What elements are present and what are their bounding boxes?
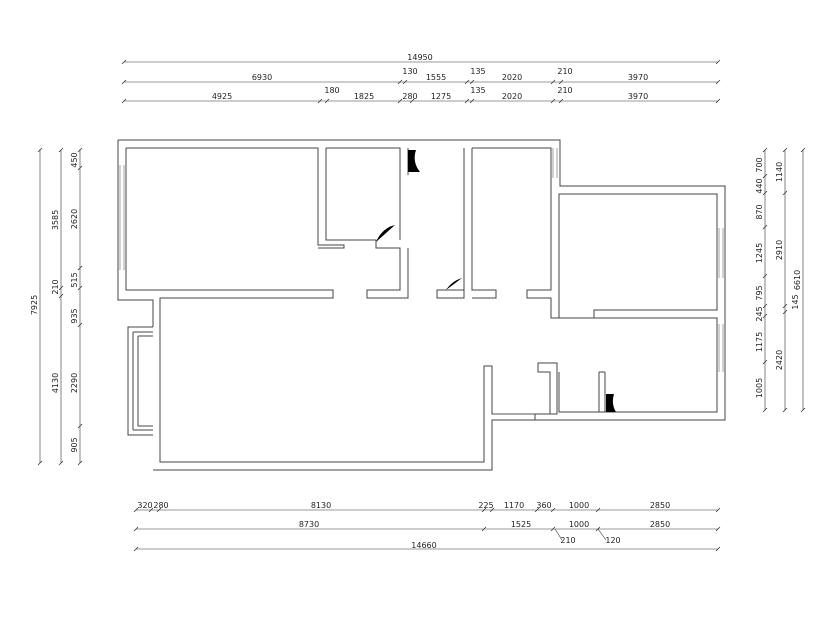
left-ticks <box>37 147 83 466</box>
dim-label: 14950 <box>407 53 432 62</box>
dim-label: 2620 <box>70 209 79 229</box>
bay-window <box>127 326 153 436</box>
inner-wall-left-room-2 <box>125 148 535 463</box>
dim-label: 320 <box>137 501 152 510</box>
dim-label: 4130 <box>51 373 60 393</box>
dim-label: 2910 <box>775 240 784 260</box>
dim-label: 515 <box>70 272 79 287</box>
dim-label: 6610 <box>793 270 802 290</box>
dim-label: 14660 <box>411 541 436 550</box>
dim-label: 8730 <box>299 520 319 529</box>
dim-label: 935 <box>70 308 79 323</box>
dim-label: 8130 <box>311 501 331 510</box>
dim-label: 1245 <box>755 243 764 263</box>
dim-label: 1140 <box>775 162 784 182</box>
door-icon <box>376 225 395 242</box>
dim-label: 2020 <box>502 92 522 101</box>
doors <box>376 150 616 412</box>
top-ticks <box>121 59 721 104</box>
door-icon <box>606 394 616 412</box>
inner-wall-left-room <box>126 147 345 249</box>
leader-120 <box>597 528 607 541</box>
dim-label: 870 <box>755 204 764 219</box>
dim-label: 440 <box>755 178 764 193</box>
dim-label: 3970 <box>628 73 648 82</box>
dim-label: 135 <box>470 86 485 95</box>
dim-label: 180 <box>324 86 339 95</box>
outer-wall-left-lower <box>153 419 535 471</box>
dim-label: 145 <box>791 294 800 309</box>
right-dimensions: 700 440 870 1245 795 245 1175 1005 1140 … <box>755 147 806 413</box>
dim-label: 280 <box>402 92 417 101</box>
dim-label: 1555 <box>426 73 446 82</box>
right-block-left <box>472 147 718 413</box>
dim-label: 2850 <box>650 520 670 529</box>
dim-label: 1525 <box>511 520 531 529</box>
right-inner-2 <box>550 298 606 412</box>
hall-right-wall <box>436 148 497 299</box>
dim-label: 905 <box>70 437 79 452</box>
dim-label: 210 <box>557 67 572 76</box>
bottom-ticks <box>133 507 721 552</box>
dim-label: 2420 <box>775 350 784 370</box>
dim-label: 210 <box>557 86 572 95</box>
dim-label: 6930 <box>252 73 272 82</box>
dim-label: 3970 <box>628 92 648 101</box>
outer-wall <box>118 139 726 421</box>
dim-label: 795 <box>755 285 764 300</box>
bottom-dimensions: 320 280 8130 225 1170 360 1000 2850 8730… <box>133 501 721 552</box>
dim-label: 130 <box>402 67 417 76</box>
dim-label: 210 <box>560 536 575 545</box>
door-icon <box>446 278 462 290</box>
dim-label: 700 <box>755 157 764 172</box>
dim-label: 7925 <box>30 295 39 315</box>
dim-label: 120 <box>605 536 620 545</box>
partition-bath-left <box>326 147 409 240</box>
partition-left <box>317 148 409 299</box>
dim-label: 225 <box>478 501 493 510</box>
door-icon <box>408 150 420 172</box>
dim-label: 1000 <box>569 520 589 529</box>
outer-wall-left-upper <box>117 140 154 327</box>
dim-label: 450 <box>70 152 79 167</box>
dim-label: 360 <box>536 501 551 510</box>
dim-label: 1825 <box>354 92 374 101</box>
right-ticks <box>762 147 806 413</box>
dim-label: 3585 <box>51 210 60 230</box>
dim-label: 210 <box>51 279 60 294</box>
walls <box>117 139 726 471</box>
dim-label: 2020 <box>502 73 522 82</box>
top-dimensions: 14950 6930 130 1555 135 2020 210 3970 49… <box>121 53 721 104</box>
left-dimensions: 7925 3585 210 4130 450 2620 515 935 2290… <box>30 147 83 466</box>
dim-label: 2850 <box>650 501 670 510</box>
dim-label: 135 <box>470 67 485 76</box>
dim-label: 280 <box>153 501 168 510</box>
dim-label: 1005 <box>755 378 764 398</box>
dim-label: 1275 <box>431 92 451 101</box>
dim-label: 4925 <box>212 92 232 101</box>
dim-label: 1000 <box>569 501 589 510</box>
dim-label: 245 <box>755 306 764 321</box>
dim-label: 1170 <box>504 501 524 510</box>
dim-label: 2290 <box>70 373 79 393</box>
leader-210 <box>554 528 563 541</box>
dim-label: 1175 <box>755 332 764 352</box>
